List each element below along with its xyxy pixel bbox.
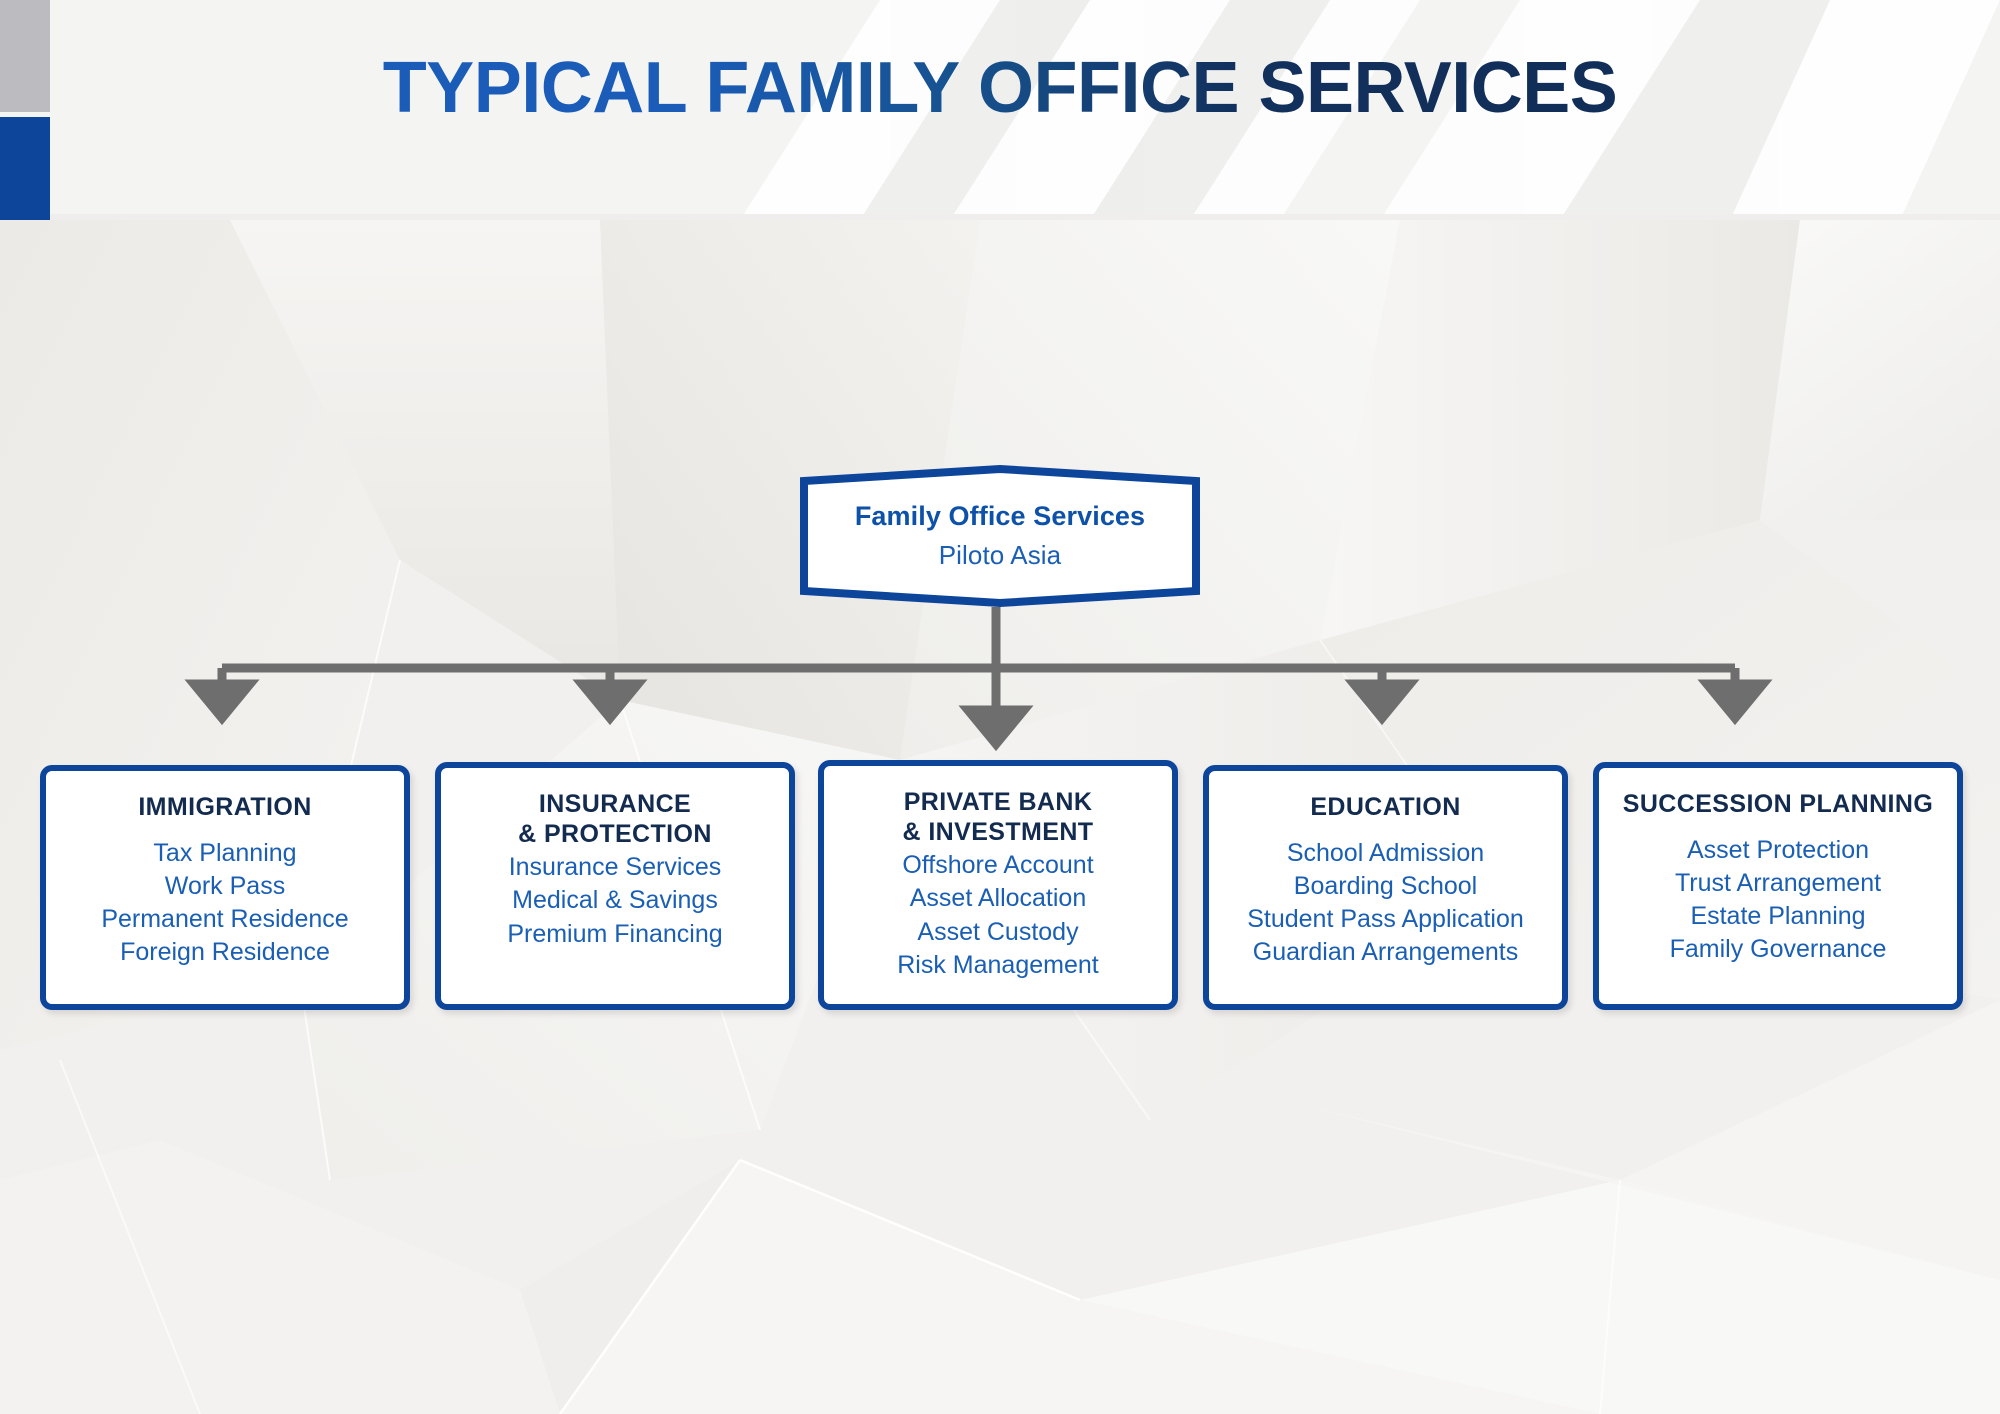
- card-education[interactable]: EDUCATION School Admission Boarding Scho…: [1203, 765, 1568, 1010]
- card-item-list: Offshore Account Asset Allocation Asset …: [824, 849, 1172, 982]
- card-succession-planning[interactable]: SUCCESSION PLANNING Asset Protection Tru…: [1593, 762, 1963, 1010]
- card-item-list: Asset Protection Trust Arrangement Estat…: [1599, 834, 1957, 967]
- page-title: TYPICAL FAMILY OFFICE SERVICES: [0, 52, 2000, 124]
- card-item: Trust Arrangement: [1674, 868, 1882, 897]
- card-title: SUCCESSION PLANNING: [1599, 790, 1957, 820]
- card-item: Offshore Account: [902, 851, 1094, 879]
- root-node-title: Family Office Services: [854, 501, 1146, 531]
- root-node-hexagon-shape: [800, 465, 1200, 607]
- card-item: Insurance Services: [508, 853, 722, 881]
- card-item: Family Governance: [1669, 935, 1887, 964]
- card-title: PRIVATE BANK & INVESTMENT: [824, 788, 1172, 847]
- card-item: School Admission: [1286, 838, 1485, 867]
- card-item: Foreign Residence: [120, 938, 330, 967]
- card-title-line-1: EDUCATION: [1310, 793, 1461, 821]
- header-accent-bar-blue: [0, 117, 50, 220]
- card-title-line-1: INSURANCE: [538, 790, 692, 818]
- card-item: Work Pass: [164, 871, 286, 900]
- card-item: Asset Allocation: [909, 884, 1087, 913]
- card-item: Guardian Arrangements: [1252, 938, 1519, 967]
- card-item: Boarding School: [1293, 871, 1478, 900]
- card-immigration[interactable]: IMMIGRATION Tax Planning Work Pass Perma…: [40, 765, 410, 1010]
- root-node[interactable]: Family Office Services Piloto Asia: [800, 465, 1200, 607]
- card-title-line-1: IMMIGRATION: [138, 793, 312, 821]
- card-item: Student Pass Application: [1247, 905, 1524, 933]
- card-item: Medical & Savings: [512, 886, 718, 915]
- header-accent-bar-gray: [0, 0, 50, 112]
- page-header: TYPICAL FAMILY OFFICE SERVICES: [0, 0, 2000, 220]
- card-insurance-protection[interactable]: INSURANCE & PROTECTION Insurance Service…: [435, 762, 795, 1010]
- card-title-line-1: PRIVATE BANK: [903, 788, 1093, 816]
- card-title-line-1: SUCCESSION PLANNING: [1622, 790, 1934, 818]
- root-node-subtitle: Piloto Asia: [938, 540, 1062, 570]
- card-item: Risk Management: [897, 950, 1099, 979]
- card-item: Tax Planning: [153, 838, 297, 867]
- card-title: EDUCATION: [1209, 793, 1562, 823]
- header-stripe-decoration: [0, 0, 2000, 220]
- card-title-line-2: & PROTECTION: [518, 819, 712, 848]
- card-item: Premium Financing: [507, 919, 723, 948]
- card-item-list: Tax Planning Work Pass Permanent Residen…: [46, 837, 404, 970]
- card-item-list: Insurance Services Medical & Savings Pre…: [441, 851, 789, 951]
- card-item: Asset Protection: [1686, 835, 1870, 864]
- card-title-line-2: & INVESTMENT: [902, 817, 1094, 846]
- card-title: INSURANCE & PROTECTION: [441, 790, 789, 849]
- card-item: Permanent Residence: [101, 905, 349, 933]
- card-title: IMMIGRATION: [46, 793, 404, 823]
- card-item: Asset Custody: [917, 917, 1079, 946]
- card-item-list: School Admission Boarding School Student…: [1209, 837, 1562, 970]
- card-item: Estate Planning: [1690, 902, 1866, 930]
- card-private-bank-investment[interactable]: PRIVATE BANK & INVESTMENT Offshore Accou…: [818, 760, 1178, 1010]
